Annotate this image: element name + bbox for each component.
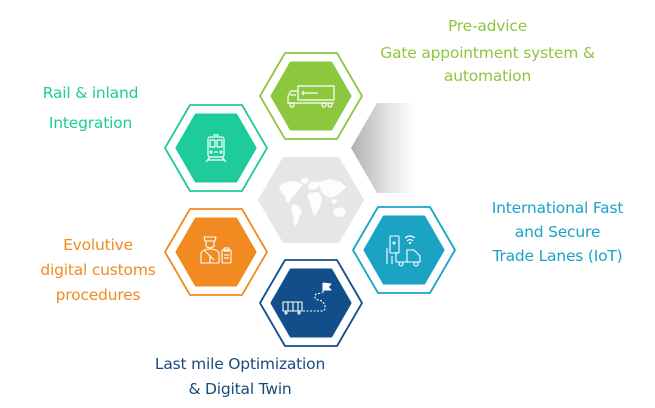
label-pre-advice-gate-appointment: Pre-advice Gate appointment system & aut… <box>355 13 620 90</box>
label-line: Gate appointment system & <box>380 44 595 62</box>
iot-delivery-icon <box>386 235 421 267</box>
label-line: Rail & inland <box>42 84 139 102</box>
center-world-hexagon <box>258 157 364 243</box>
shaded-hexagon <box>351 103 459 193</box>
label-line: Integration <box>48 114 133 132</box>
node-orange-hexagon[interactable] <box>164 208 268 296</box>
label-line: International Fast <box>491 199 624 217</box>
label-line: Trade Lanes (IoT) <box>492 247 623 265</box>
last-mile-route-icon <box>282 282 332 315</box>
label-line: Evolutive <box>63 236 133 254</box>
customs-officer-icon <box>200 236 232 264</box>
label-trade-lanes-iot: International Fast and Secure Trade Lane… <box>470 196 645 268</box>
label-line: procedures <box>55 286 141 304</box>
truck-icon <box>287 85 335 108</box>
world-map-icon <box>279 178 346 226</box>
label-last-mile-digital-twin: Last mile Optimization & Digital Twin <box>125 352 355 402</box>
label-line: automation <box>443 67 532 85</box>
label-line: & Digital Twin <box>188 380 292 398</box>
label-rail-inland-integration: Rail & inland Integration <box>18 78 163 138</box>
label-digital-customs: Evolutive digital customs procedures <box>18 233 178 308</box>
label-line: Last mile Optimization <box>154 355 326 373</box>
node-teal-hexagon[interactable] <box>164 104 268 192</box>
label-line: digital customs <box>40 261 156 279</box>
node-green-hexagon[interactable] <box>259 52 363 140</box>
train-icon <box>205 134 227 163</box>
node-cyan-hexagon[interactable] <box>352 206 456 294</box>
label-line: and Secure <box>514 223 601 241</box>
label-line: Pre-advice <box>447 17 528 35</box>
node-navy-hexagon[interactable] <box>259 259 363 347</box>
